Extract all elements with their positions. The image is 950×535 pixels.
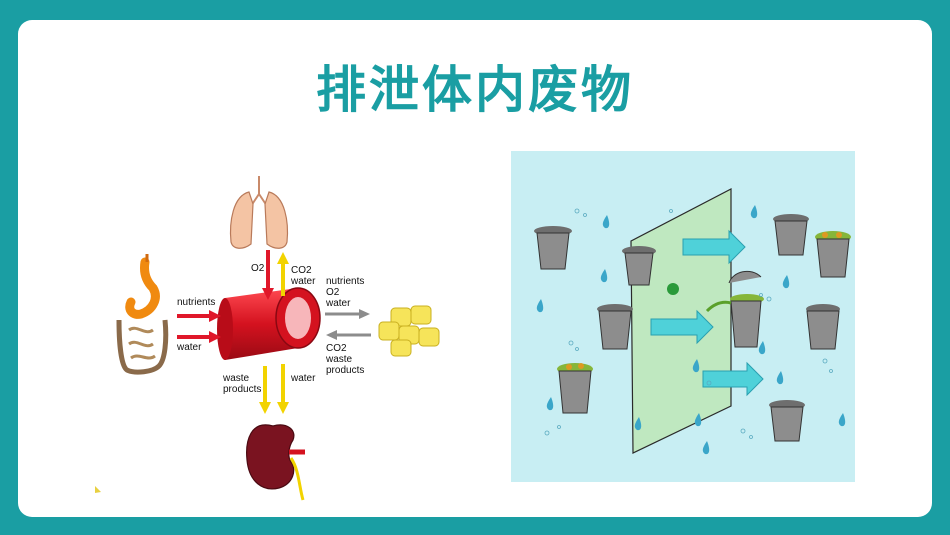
label-co2-water-lung: CO2 water bbox=[291, 265, 316, 287]
arrow-icon bbox=[682, 229, 746, 265]
trash-can-full-icon bbox=[557, 363, 593, 414]
label-co2-waste-products: CO2 waste products bbox=[326, 343, 365, 376]
trash-can-icon bbox=[773, 214, 809, 256]
arrow-icon bbox=[650, 309, 714, 345]
trash-can-icon bbox=[622, 246, 656, 286]
slide-title: 排泄体内废物 bbox=[316, 61, 634, 119]
red-arrows bbox=[177, 250, 274, 343]
label-nutrients-left: nutrients bbox=[177, 297, 216, 308]
exchange-diagram: O2 CO2 water nutrients water nutrients O… bbox=[93, 170, 453, 505]
slide-card: 排泄体内废物 bbox=[18, 20, 932, 517]
label-water-left: water bbox=[177, 342, 202, 353]
label-nutrients-o2-water: nutrients O2 water bbox=[326, 276, 365, 309]
trash-can-open-icon bbox=[705, 270, 764, 348]
green-droplet-icon bbox=[667, 283, 679, 295]
exchange-diagram-graphic bbox=[95, 176, 440, 501]
water-drops bbox=[536, 205, 846, 455]
digestive-system-icon bbox=[116, 254, 169, 375]
bubbles bbox=[544, 208, 833, 439]
blood-vessel-icon bbox=[217, 287, 321, 360]
yellow-arrows bbox=[259, 252, 289, 414]
corner-mark bbox=[95, 486, 101, 493]
label-o2: O2 bbox=[251, 263, 265, 274]
label-waste-products-bottom: waste products bbox=[223, 373, 262, 395]
label-water-bottom: water bbox=[291, 373, 316, 384]
trash-can-icon bbox=[769, 400, 805, 442]
lungs-icon bbox=[229, 176, 289, 249]
kidney-icon bbox=[246, 424, 305, 501]
trash-can-icon bbox=[534, 226, 572, 270]
gray-arrows bbox=[325, 309, 371, 340]
trash-can-icon bbox=[806, 304, 840, 350]
trash-can-icon bbox=[597, 304, 633, 350]
trash-can-full-icon bbox=[815, 231, 851, 278]
membrane-illustration-graphic bbox=[534, 188, 851, 455]
membrane-illustration bbox=[511, 151, 855, 482]
body-cells-icon bbox=[378, 305, 440, 357]
arrow-icon bbox=[702, 361, 764, 397]
